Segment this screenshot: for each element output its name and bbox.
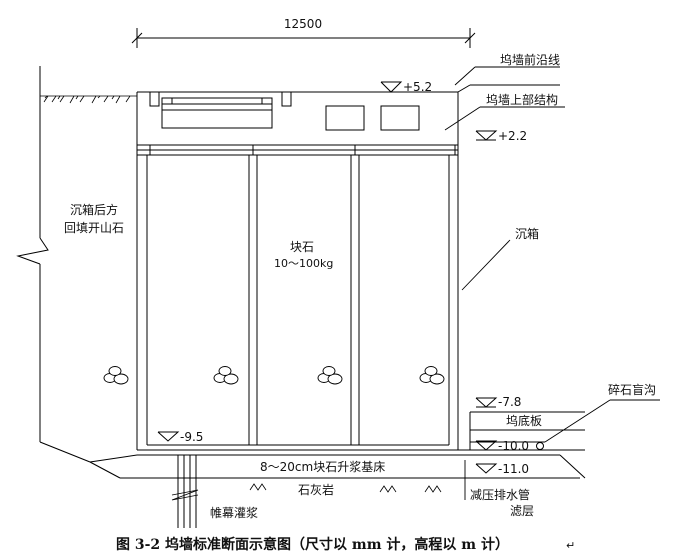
- figure-caption: 图 3-2 坞墙标准断面示意图（尺寸以 mm 计，高程以 m 计）: [116, 536, 509, 553]
- elev-inner-bottom: -9.5: [180, 430, 203, 444]
- dock-floor-structure: [457, 92, 585, 451]
- label-filter-layer: 滤层: [510, 504, 534, 518]
- elev-drain: -10.0: [498, 439, 529, 453]
- label-quay-upper-structure: 坞墙上部结构: [486, 92, 558, 107]
- label-block-weight: 10～100kg: [274, 257, 333, 270]
- curtain-grouting-pipe: [171, 455, 199, 528]
- label-block-stone: 块石: [290, 240, 314, 254]
- label-backfill-line2: 回填开山石: [64, 221, 124, 235]
- label-pressure-drain-pipe: 减压排水管: [470, 487, 530, 502]
- caption-return-mark: ↵: [566, 539, 575, 552]
- label-gravel-blind-ditch: 碎石盲沟: [608, 382, 656, 397]
- label-limestone: 石灰岩: [298, 482, 334, 497]
- limestone-hatch: [249, 483, 442, 493]
- elev-upper: +2.2: [498, 129, 527, 143]
- label-dock-floor: 坞底板: [506, 413, 542, 428]
- grout-bed: [89, 454, 586, 479]
- dimension-label: 12500: [284, 17, 322, 31]
- elev-top: +5.2: [403, 80, 432, 94]
- label-caisson: 沉箱: [515, 226, 539, 241]
- label-quay-front-line: 坞墙前沿线: [500, 52, 560, 67]
- left-boundary: [16, 66, 91, 463]
- elev-base: -11.0: [498, 462, 529, 476]
- stone-symbols: [103, 366, 445, 385]
- dimension-line: [131, 28, 476, 48]
- elev-dock-floor: -7.8: [498, 395, 521, 409]
- label-grout-bed: 8～20cm块石升浆基床: [260, 459, 385, 474]
- ground-hatch: [40, 95, 137, 104]
- leader-lines: [444, 66, 660, 500]
- label-backfill-line1: 沉箱后方: [70, 202, 118, 217]
- label-curtain-grouting: 帷幕灌浆: [210, 505, 258, 520]
- elevation-markers: [157, 81, 498, 474]
- caisson: [136, 145, 459, 451]
